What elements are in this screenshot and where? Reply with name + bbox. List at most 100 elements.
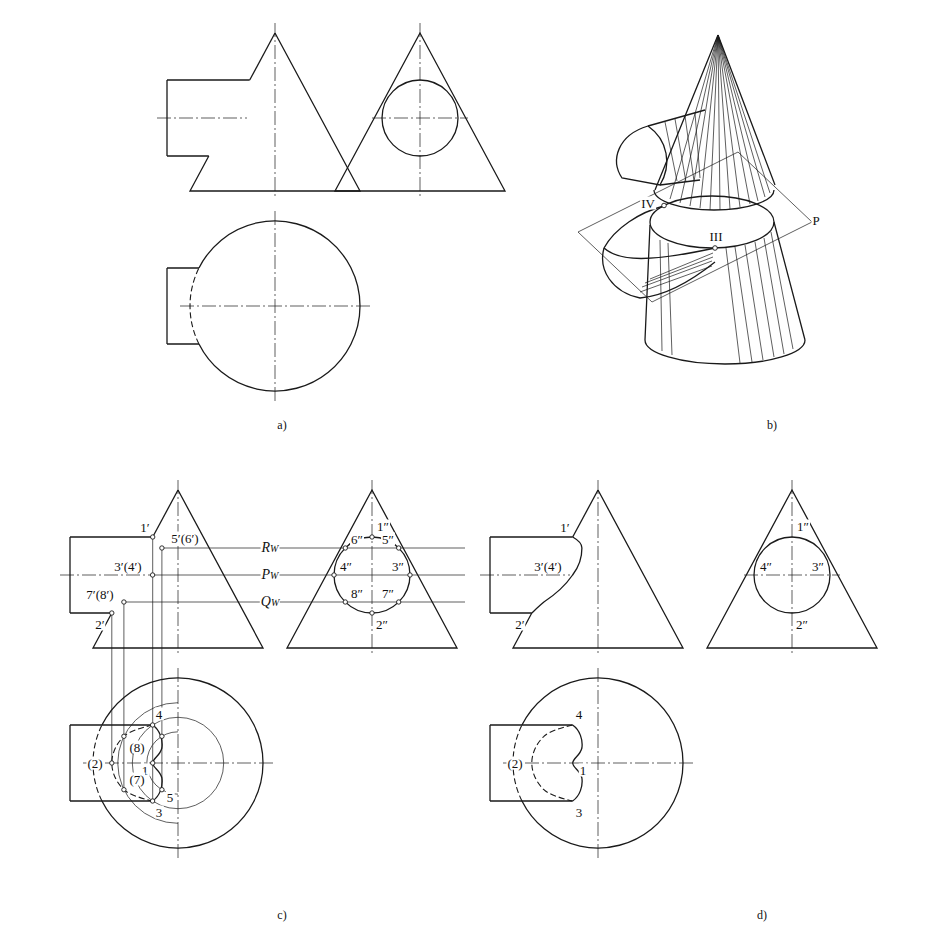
point-label: (8) <box>128 741 145 754</box>
side-view <box>372 480 373 655</box>
point-label: 3′(4′) <box>113 560 142 573</box>
point-mark <box>150 799 154 803</box>
top-view <box>503 668 693 858</box>
pictorial-sketch <box>648 110 705 185</box>
point-label: 7″ <box>381 587 395 600</box>
panel-label: b) <box>766 419 778 431</box>
point-mark <box>122 600 126 604</box>
point-label: (2) <box>506 757 523 770</box>
point-label: III <box>709 230 724 243</box>
front-view <box>157 23 275 198</box>
point-label: 1″ <box>796 520 810 533</box>
pictorial-sketch <box>662 203 667 208</box>
pictorial-sketch <box>640 253 713 292</box>
front-view <box>480 480 683 655</box>
point-label: 3′(4′) <box>533 560 562 573</box>
projection-line <box>124 548 465 602</box>
point-mark <box>160 546 164 550</box>
point-mark <box>110 535 413 803</box>
point-label: 1′ <box>559 521 570 534</box>
plane-label: RW <box>261 541 280 555</box>
point-label: 2″ <box>375 618 389 631</box>
point-mark <box>110 611 114 615</box>
top-view <box>180 211 370 401</box>
point-mark <box>397 600 401 604</box>
point-label: 5 <box>166 791 175 804</box>
pictorial-sketch <box>603 248 715 298</box>
pictorial-sketch <box>670 35 770 210</box>
front-view <box>60 480 263 655</box>
point-mark <box>151 535 155 539</box>
point-label: 4 <box>155 708 164 721</box>
point-mark <box>122 734 126 738</box>
side-view <box>372 23 468 198</box>
pictorial-sketch <box>660 232 793 363</box>
panel-label: d) <box>756 909 768 921</box>
point-label: 2″ <box>795 618 809 631</box>
point-label: 3 <box>155 806 164 819</box>
point-mark <box>343 546 347 550</box>
point-mark <box>370 535 374 539</box>
point-label: IV <box>640 197 656 210</box>
front-view <box>573 490 598 537</box>
point-label: 5″ <box>381 533 395 546</box>
pictorial-sketch <box>617 126 667 185</box>
panel-label: a) <box>276 419 287 431</box>
pictorial-sketch <box>713 246 718 251</box>
point-mark <box>332 573 336 577</box>
point-mark <box>160 734 164 738</box>
pictorial-sketch <box>578 35 812 364</box>
plane-label: QW <box>260 595 280 609</box>
point-mark <box>397 546 401 550</box>
top-view <box>70 725 153 801</box>
point-label: 8″ <box>350 587 364 600</box>
side-view <box>335 23 505 198</box>
point-label: (2) <box>86 757 103 770</box>
top-view <box>490 668 693 858</box>
plane-label: P <box>811 214 820 227</box>
point-label: 2′ <box>94 618 105 631</box>
point-mark <box>151 761 155 765</box>
point-mark <box>150 723 154 727</box>
front-view <box>480 480 598 655</box>
pictorial-sketch <box>604 248 715 259</box>
point-label: 3″ <box>391 560 405 573</box>
point-label: 1″ <box>376 520 390 533</box>
point-label: 4″ <box>759 560 773 573</box>
side-view <box>707 480 877 655</box>
top-view <box>167 211 370 401</box>
point-label: (7) <box>128 773 145 786</box>
point-mark <box>160 788 164 792</box>
side-view <box>287 480 457 655</box>
point-label: 5′(6′) <box>170 532 199 545</box>
front-view <box>60 480 178 655</box>
point-label: 1 <box>579 764 588 777</box>
point-label: 3″ <box>811 560 825 573</box>
top-view <box>70 668 273 858</box>
pictorial-sketch <box>655 35 775 190</box>
side-view <box>744 480 840 655</box>
pictorial-sketch <box>645 340 805 364</box>
point-label: 4 <box>575 708 584 721</box>
point-mark <box>408 573 412 577</box>
pictorial-sketch <box>665 113 700 182</box>
projection-line <box>112 537 162 801</box>
front-view <box>157 23 360 198</box>
point-mark <box>343 600 347 604</box>
point-label: 7′(8′) <box>85 588 114 601</box>
panel-label: c) <box>276 909 287 921</box>
front-view <box>153 490 178 537</box>
point-mark <box>122 788 126 792</box>
point-label: 6″ <box>350 533 364 546</box>
point-mark <box>110 761 114 765</box>
top-view <box>118 703 178 824</box>
point-label: 2′ <box>514 618 525 631</box>
point-mark <box>370 611 374 615</box>
point-mark <box>150 573 154 577</box>
top-view <box>83 668 273 858</box>
point-label: 3 <box>575 806 584 819</box>
plane-label: PW <box>261 568 280 582</box>
projection-line <box>112 537 465 801</box>
